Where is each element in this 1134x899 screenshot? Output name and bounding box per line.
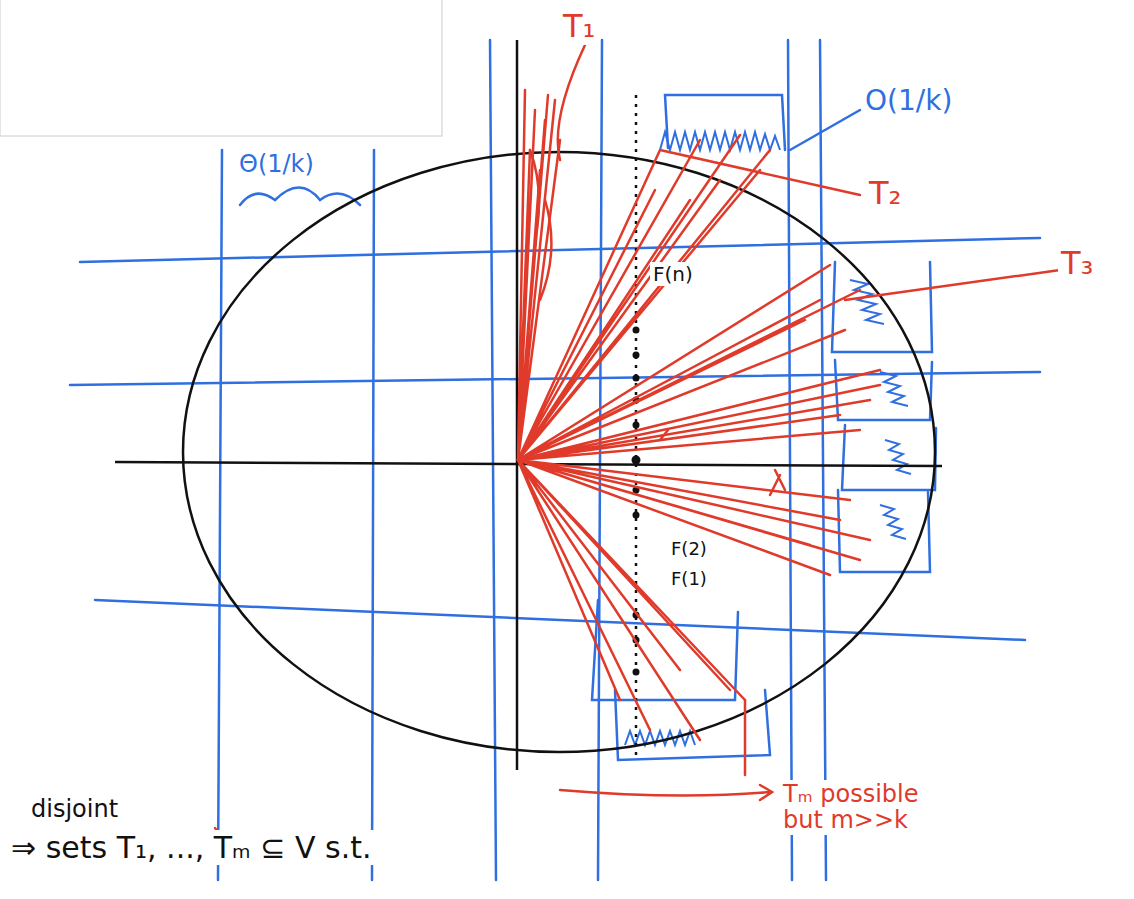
point-label: F(2) <box>668 538 710 560</box>
point-label: F(n) <box>650 262 696 286</box>
set-label: T₂ <box>866 175 904 212</box>
note: disjoint <box>28 795 121 823</box>
fan-lines <box>215 45 1060 860</box>
set-label: T₃ <box>1058 245 1096 282</box>
point-label: F(1) <box>668 568 710 590</box>
corner-panel <box>0 0 442 136</box>
set-label: T₁ <box>560 8 598 45</box>
grid-lines <box>70 40 1040 880</box>
points <box>632 327 641 676</box>
conclusion: ⇒ sets T₁, ..., Tₘ ⊆ V s.t. <box>8 830 375 865</box>
size-note: Θ(1/k) <box>236 150 317 178</box>
region-outline <box>115 40 942 770</box>
note: Tₘ possible but m>>k <box>780 780 936 835</box>
size-note: O(1/k) <box>862 85 955 118</box>
